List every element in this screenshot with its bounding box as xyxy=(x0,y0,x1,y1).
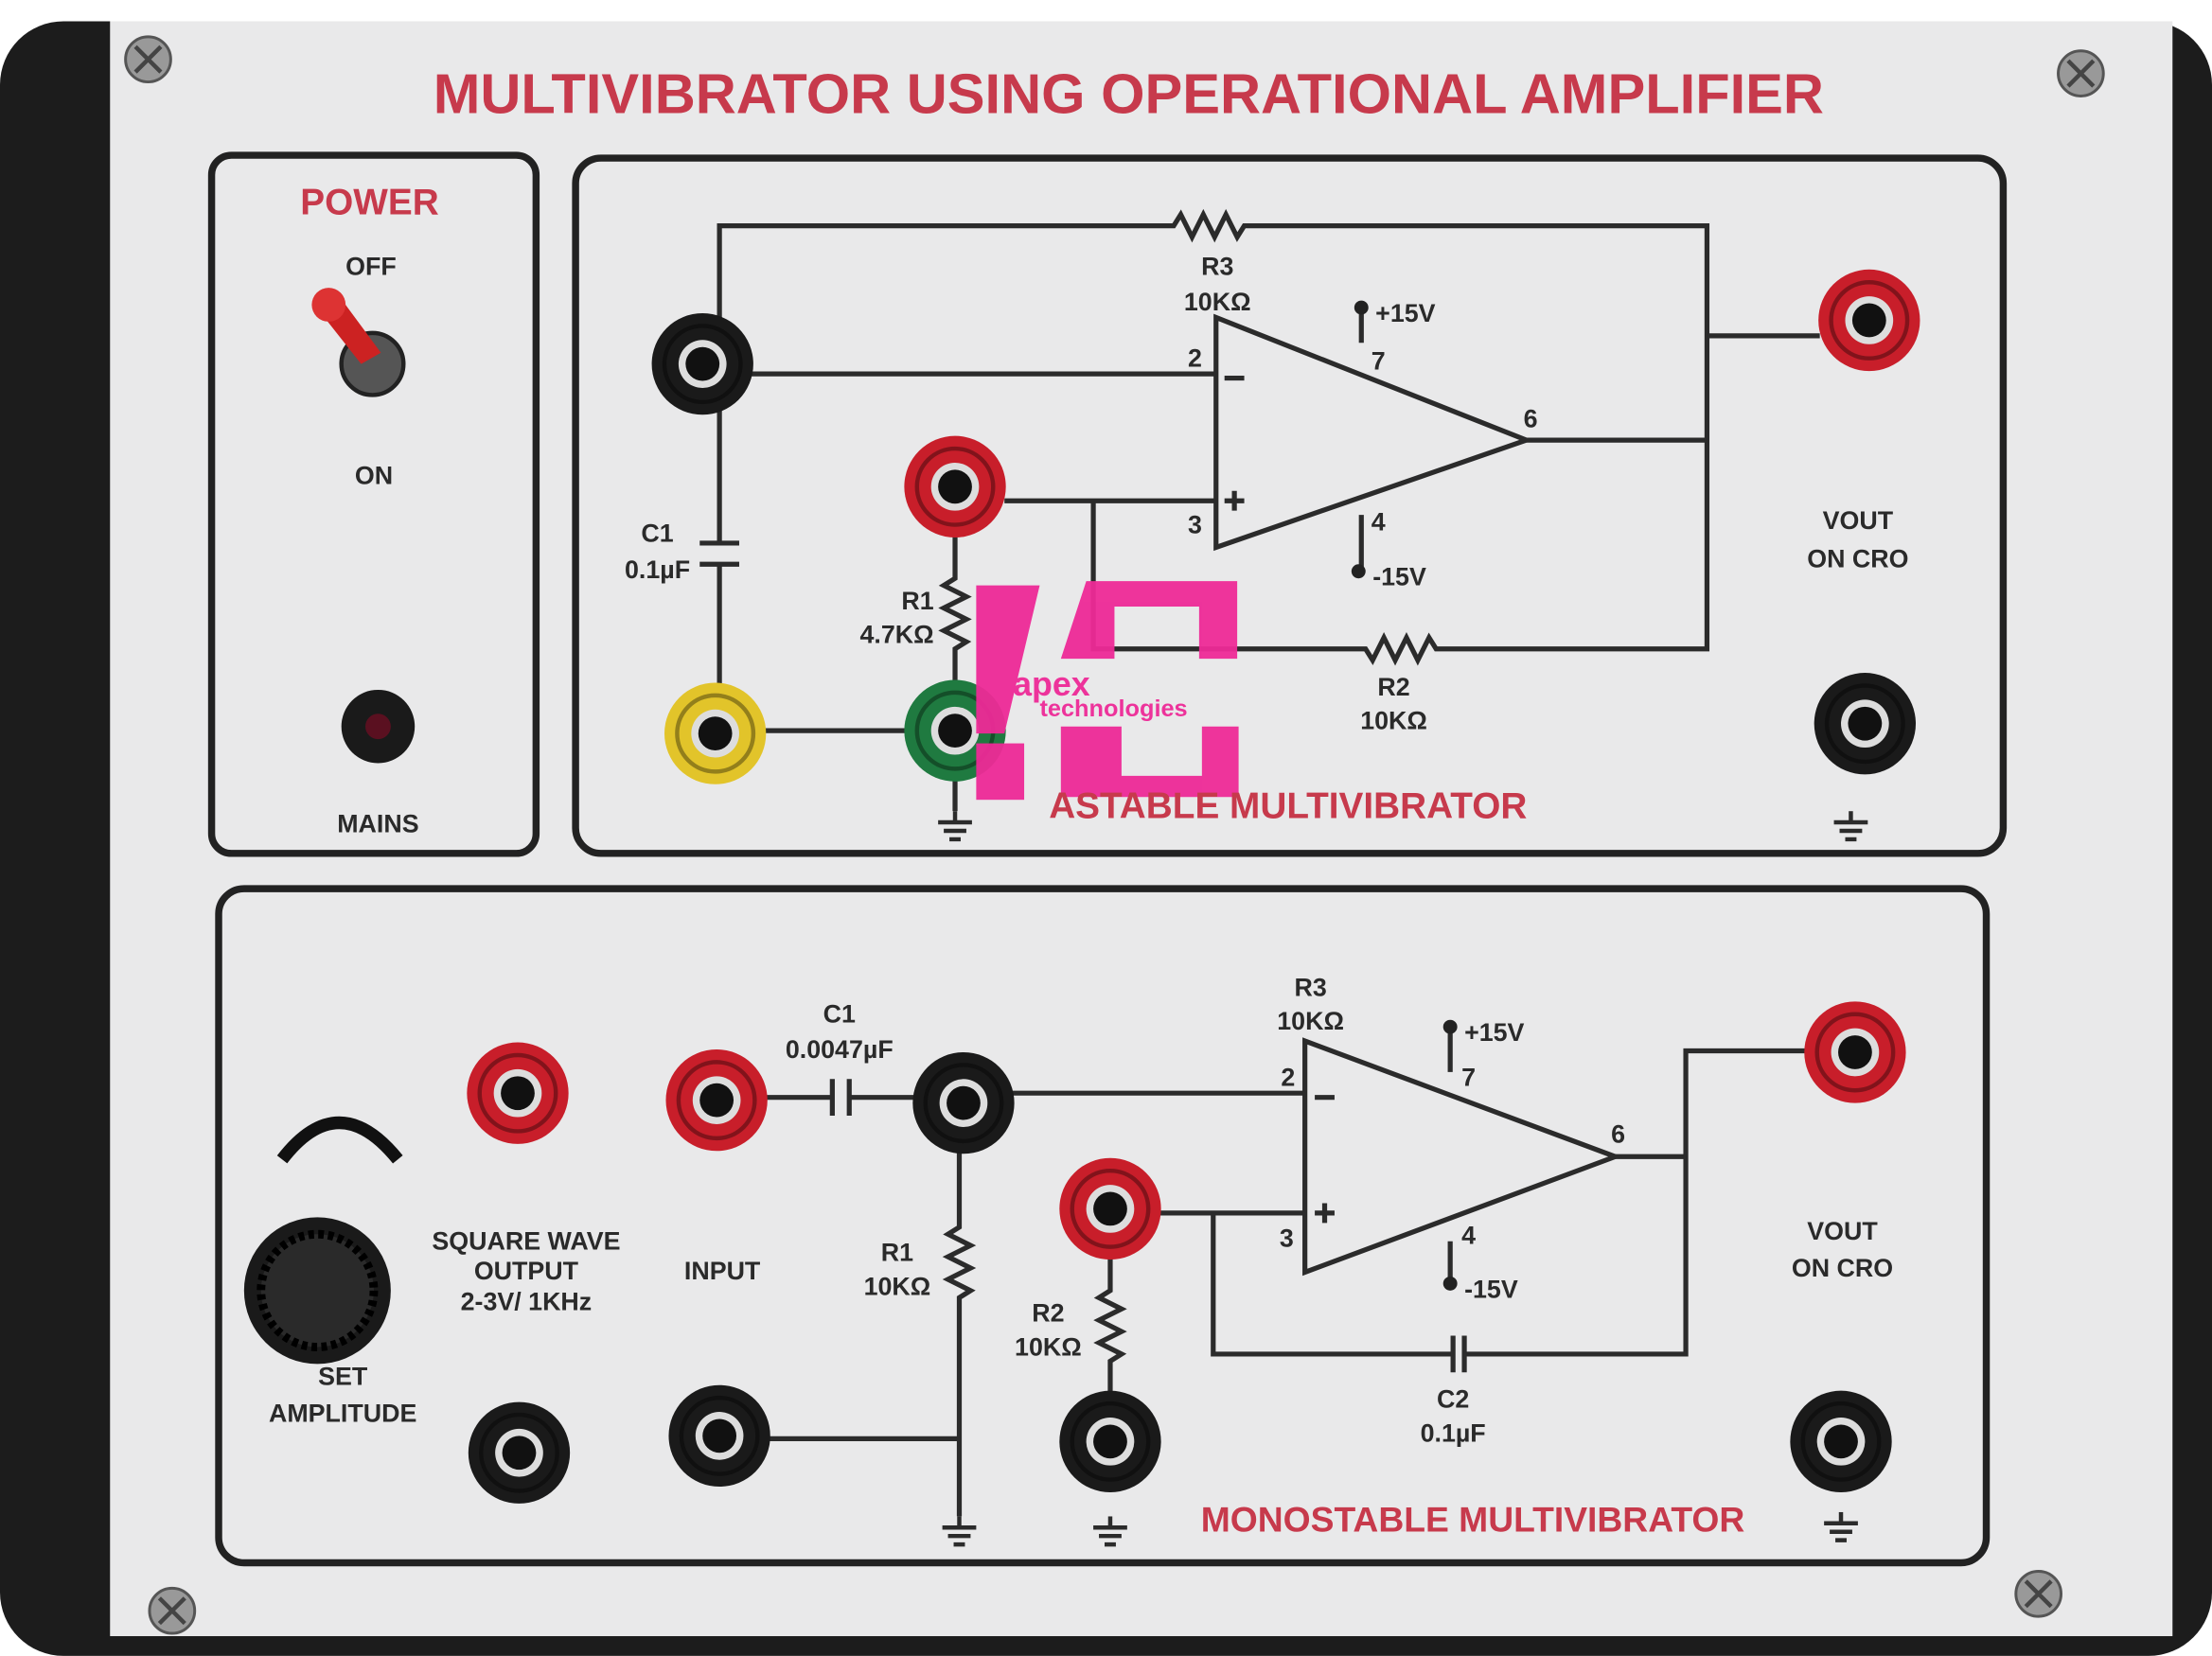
vminus-label: -15V xyxy=(1372,563,1426,591)
mono-vout-ground-jack[interactable] xyxy=(1790,1391,1891,1492)
mono-input-ground-jack[interactable] xyxy=(668,1385,770,1487)
square-wave-output-jack[interactable] xyxy=(467,1043,568,1144)
r2-value: 10KΩ xyxy=(1015,1332,1082,1361)
vminus-label: -15V xyxy=(1464,1275,1518,1303)
power-heading: POWER xyxy=(300,183,438,223)
r3-label: R3 xyxy=(1294,973,1326,1001)
mains-led-indicator xyxy=(341,689,416,764)
monostable-wiring xyxy=(761,1019,1806,1517)
pin-7: 7 xyxy=(1461,1064,1476,1092)
vout-label: VOUT xyxy=(1807,1217,1878,1245)
astable-capacitor-jack[interactable] xyxy=(664,682,766,784)
monostable-opamp-symbol xyxy=(1302,1037,1623,1277)
apex-logo-watermark: apex technologies xyxy=(976,581,1239,801)
mono-noninverting-jack[interactable] xyxy=(1059,1158,1160,1260)
square-wave-ground-jack[interactable] xyxy=(469,1402,570,1504)
r3-label: R3 xyxy=(1201,253,1233,281)
output-label: OUTPUT xyxy=(474,1257,579,1285)
amplitude-arc-icon xyxy=(276,1116,403,1164)
on-label: ON xyxy=(355,461,393,489)
astable-heading: ASTABLE MULTIVIBRATOR xyxy=(1049,786,1527,827)
monostable-heading: MONOSTABLE MULTIVIBRATOR xyxy=(1201,1500,1745,1540)
r2-value: 10KΩ xyxy=(1360,707,1427,735)
face-plate xyxy=(110,21,2173,1637)
screw-icon xyxy=(2016,1571,2062,1616)
r2-label: R2 xyxy=(1032,1299,1064,1328)
mains-label: MAINS xyxy=(337,809,418,837)
screw-icon xyxy=(126,37,171,82)
pin-2: 2 xyxy=(1188,344,1202,373)
on-cro-label: ON CRO xyxy=(1792,1254,1893,1282)
r3-value: 10KΩ xyxy=(1184,288,1251,316)
r3-value: 10KΩ xyxy=(1277,1007,1344,1035)
panel-title: MULTIVIBRATOR USING OPERATIONAL AMPLIFIE… xyxy=(434,62,1824,125)
r1-label: R1 xyxy=(881,1239,913,1267)
c1-value: 0.1µF xyxy=(625,555,690,584)
set-label: SET xyxy=(318,1363,368,1391)
screw-icon xyxy=(2059,51,2104,97)
power-section xyxy=(207,151,540,857)
astable-vout-jack[interactable] xyxy=(1818,270,1920,371)
vplus-label: +15V xyxy=(1375,299,1435,327)
pin-2: 2 xyxy=(1281,1064,1295,1092)
amplitude-label: AMPLITUDE xyxy=(269,1399,416,1427)
pin-4: 4 xyxy=(1461,1222,1476,1250)
pin-6: 6 xyxy=(1524,405,1538,433)
r1-label: R1 xyxy=(901,587,933,615)
astable-wiring xyxy=(699,208,1820,812)
r1-value: 4.7KΩ xyxy=(860,621,934,649)
c1-label: C1 xyxy=(641,519,673,547)
astable-opamp-symbol xyxy=(1213,313,1534,552)
mono-inverting-jack[interactable] xyxy=(912,1052,1014,1154)
square-wave-label: SQUARE WAVE xyxy=(432,1227,620,1256)
set-amplitude-knob[interactable] xyxy=(243,1217,391,1365)
off-label: OFF xyxy=(345,253,397,281)
astable-noninverting-jack[interactable] xyxy=(904,436,1005,537)
frequency-label: 2-3V/ 1KHz xyxy=(461,1288,593,1316)
mono-input-jack[interactable] xyxy=(665,1049,767,1151)
svg-text:apex: apex xyxy=(1013,665,1090,703)
power-toggle-switch[interactable] xyxy=(311,288,406,397)
pin-4: 4 xyxy=(1371,508,1386,537)
pin-6: 6 xyxy=(1611,1119,1625,1148)
pin-3: 3 xyxy=(1188,510,1202,538)
mono-vout-jack[interactable] xyxy=(1804,1001,1905,1102)
c2-value: 0.1µF xyxy=(1421,1418,1486,1447)
pin-3: 3 xyxy=(1280,1224,1294,1253)
monostable-section xyxy=(215,885,1991,1567)
input-label: INPUT xyxy=(684,1257,761,1285)
astable-inverting-jack[interactable] xyxy=(652,313,753,414)
c1-label: C1 xyxy=(823,1000,856,1029)
vplus-label: +15V xyxy=(1464,1018,1524,1047)
c1-value: 0.0047µF xyxy=(786,1035,894,1064)
r1-value: 10KΩ xyxy=(864,1272,931,1300)
screw-icon xyxy=(150,1588,195,1633)
vout-label: VOUT xyxy=(1823,506,1894,535)
astable-section xyxy=(572,154,2008,857)
on-cro-label: ON CRO xyxy=(1807,544,1908,573)
mono-r2-ground-jack[interactable] xyxy=(1059,1391,1160,1492)
c2-label: C2 xyxy=(1437,1385,1469,1414)
pin-7: 7 xyxy=(1371,347,1386,376)
svg-text:technologies: technologies xyxy=(1039,696,1187,722)
r2-label: R2 xyxy=(1377,673,1409,701)
astable-vout-ground-jack[interactable] xyxy=(1814,673,1916,774)
